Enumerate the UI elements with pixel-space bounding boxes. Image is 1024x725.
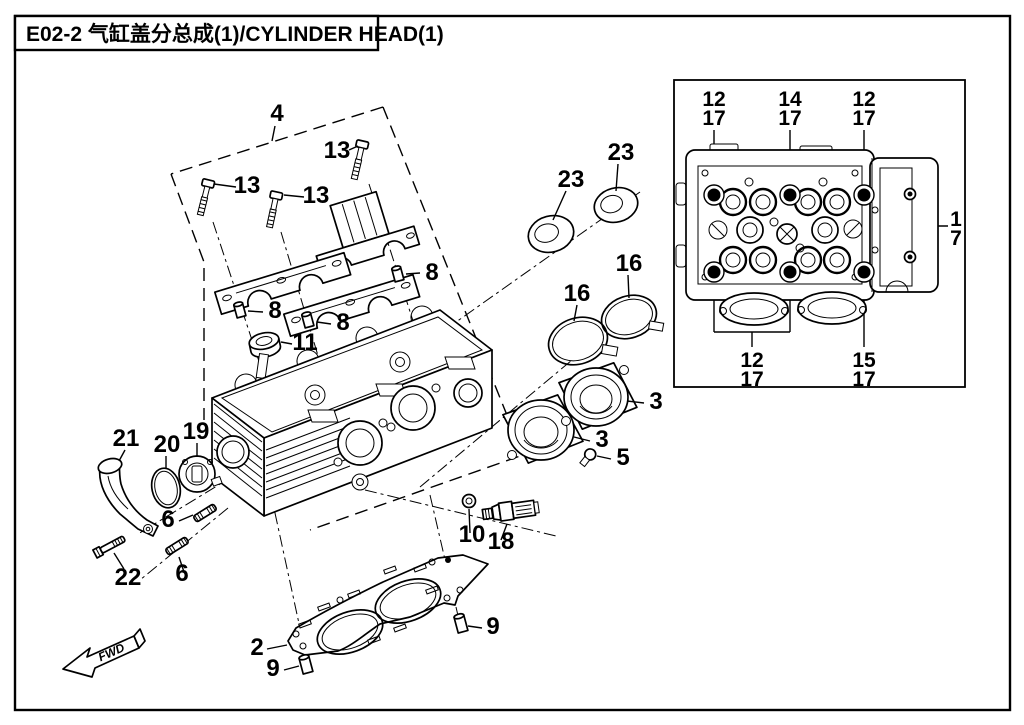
dowel-pin-9-right [453,612,469,634]
callout-23: 23 [558,166,585,193]
callout-13: 13 [303,182,330,209]
callout-9: 9 [486,613,499,640]
callout-19: 19 [183,418,210,445]
head-bolt-dots [703,184,875,283]
callout-21: 21 [113,425,140,452]
spark-plug-well [304,384,326,406]
stem-seal-23-right [593,186,639,224]
dowel-pin-8-b [300,311,315,329]
head-top-right-section [869,157,939,293]
callout-10: 10 [459,521,486,548]
callout-2: 2 [250,634,263,661]
leader-4 [271,125,276,142]
hose-clamp-16-left [547,316,619,366]
cylinder-head-body [211,305,493,517]
callout-11: 11 [292,329,317,356]
callout-13: 13 [324,137,351,164]
sensor-boss [351,473,369,491]
callout-18: 18 [488,528,515,555]
assembly-boundary-dashed [170,106,524,531]
bolt-22 [92,535,126,559]
dowel-pin-8-c [390,265,405,283]
leader-lines [113,145,645,671]
cam-journals [234,305,433,390]
callout-23: 23 [608,139,635,166]
bolt-5 [579,448,597,468]
callout-9: 9 [266,655,279,682]
head-gasket-2 [287,554,489,656]
callout-8: 8 [268,297,281,324]
dowel-pin-9-left [298,653,314,675]
cam-holder-bracket-1 [213,251,352,316]
title-box [13,14,380,52]
washer-10 [461,493,477,509]
end-port-flange [453,378,483,408]
flange-bolt-13-right [350,139,370,181]
oil-seal-11 [248,331,282,394]
callout-8: 8 [336,309,349,336]
spark-plug-well [389,351,411,373]
cam-holder-block [315,190,421,276]
callout-13: 13 [234,172,261,199]
callout-3: 3 [595,426,608,453]
callout-4: 4 [270,100,284,127]
exhaust-port-flange-1 [333,418,388,467]
flange-bolt-13-left [196,178,216,217]
callout-16: 16 [564,280,591,307]
intake-flange-ovals [719,291,867,326]
callout-3: 3 [649,388,662,415]
hose-clamp-16-right [600,294,665,340]
dowel-pin-8-a [232,301,247,319]
cylinder-head-top-view [675,130,948,347]
flange-bolt-13-mid [265,190,284,229]
stud-6-lower [165,536,189,556]
exhaust-port-flange-2 [386,383,441,432]
gasket-slots [298,563,439,645]
stud-6-upper [193,503,217,523]
temp-sensor-18 [481,499,540,522]
callout-6: 6 [161,506,174,533]
callout-16: 16 [616,250,643,277]
callout-5: 5 [616,444,629,471]
water-outlet-pipe-21 [97,457,159,537]
valve-springs [718,187,852,275]
callout-20: 20 [154,431,181,458]
o-ring-20 [150,467,182,509]
stem-seal-23-left [527,214,575,254]
side-bolts-1-7 [903,187,917,264]
callout-6: 6 [175,560,188,587]
callout-22: 22 [115,564,142,591]
fwd-arrow: FWD [62,628,146,678]
center-features [708,177,879,254]
cam-holder-bracket-2 [282,273,421,338]
callout-8: 8 [425,259,438,286]
intake-pipe-3-right [558,361,638,431]
page-title: E02-2 气缸盖分总成(1)/CYLINDER HEAD(1) [26,22,444,46]
